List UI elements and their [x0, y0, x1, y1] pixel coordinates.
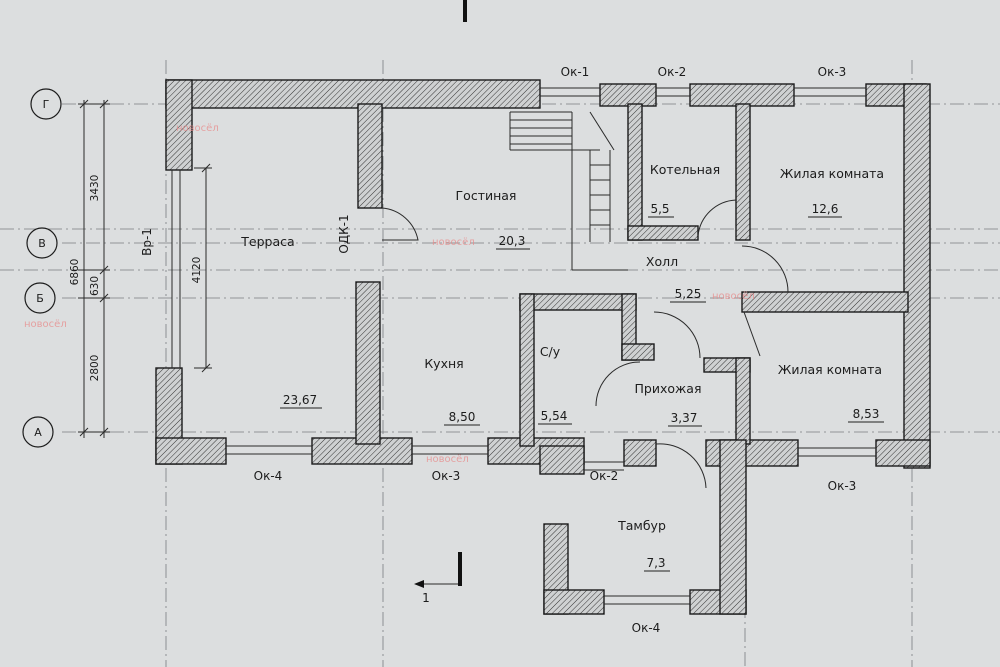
label-ok4-bottom: Ок-4 — [632, 621, 661, 635]
section-tick-top — [463, 0, 467, 22]
dim-4120: 4120 — [191, 257, 203, 284]
room-terrace-area: 23,67 — [283, 393, 317, 407]
watermark-3: новосёл — [712, 291, 755, 302]
room-terrace-name: Терраса — [240, 234, 294, 249]
room-boiler-area: 5,5 — [650, 202, 669, 216]
label-ok1: Ок-1 — [561, 65, 590, 79]
walls — [155, 79, 931, 615]
section-mark: 1 — [414, 552, 462, 605]
label-ok2-top: Ок-2 — [658, 65, 687, 79]
watermarks: новосёл новосёл новосёл новосёл новосёл — [24, 123, 755, 465]
dim-2800: 2800 — [89, 355, 101, 382]
room-kitchen-area: 8,50 — [449, 410, 476, 424]
label-ok3-right: Ок-3 — [828, 479, 857, 493]
dim-6860: 6860 — [69, 259, 81, 286]
room-entry-name: Прихожая — [635, 381, 702, 396]
room-kitchen-name: Кухня — [424, 356, 463, 371]
label-ok3-mid: Ок-3 — [432, 469, 461, 483]
axis-g-label: Г — [43, 98, 50, 111]
axis-markers: Г В Б А — [22, 88, 62, 448]
room-boiler-name: Котельная — [650, 162, 720, 177]
label-vr1: Вр-1 — [140, 228, 154, 256]
watermark-1: новосёл — [176, 123, 219, 134]
watermark-4: новосёл — [24, 319, 67, 330]
room-bedroom1-name: Жилая комната — [780, 166, 884, 181]
room-vestibule-name: Тамбур — [617, 518, 666, 533]
room-hall-name: Холл — [646, 254, 678, 269]
room-bathroom-area: 5,54 — [541, 409, 568, 423]
axis-a-label: А — [34, 426, 42, 439]
label-ok3-top: Ок-3 — [818, 65, 847, 79]
axis-v-label: В — [38, 237, 46, 250]
watermark-5: новосёл — [426, 454, 469, 465]
room-vestibule-area: 7,3 — [646, 556, 665, 570]
label-odk1: ОДК-1 — [337, 214, 351, 253]
label-ok4-left: Ок-4 — [254, 469, 283, 483]
opening-labels: Ок-1 Ок-2 Ок-3 Ок-4 Ок-3 Ок-2 Ок-3 Ок-4 … — [140, 65, 856, 635]
room-labels: Терраса 23,67 Гостиная 20,3 Котельная 5,… — [240, 162, 884, 572]
watermark-2: новосёл — [432, 237, 475, 248]
room-bedroom2-name: Жилая комната — [778, 362, 882, 377]
room-living-name: Гостиная — [456, 188, 517, 203]
windows — [171, 87, 876, 605]
room-hall-area: 5,25 — [675, 287, 702, 301]
section-mark-label: 1 — [422, 591, 430, 605]
dim-630: 630 — [89, 276, 101, 296]
room-bedroom1-area: 12,6 — [812, 202, 839, 216]
dim-3430: 3430 — [89, 175, 101, 202]
axis-b-label: Б — [36, 292, 44, 305]
room-living-area: 20,3 — [499, 234, 526, 248]
room-bathroom-name: С/у — [540, 344, 561, 359]
room-entry-area: 3,37 — [671, 411, 698, 425]
doors — [381, 199, 789, 489]
label-ok2-bottom: Ок-2 — [590, 469, 619, 483]
staircase — [509, 111, 628, 271]
dimension-chain-left: 3430 6860 630 2800 4120 — [69, 99, 212, 438]
room-bedroom2-area: 8,53 — [853, 407, 880, 421]
